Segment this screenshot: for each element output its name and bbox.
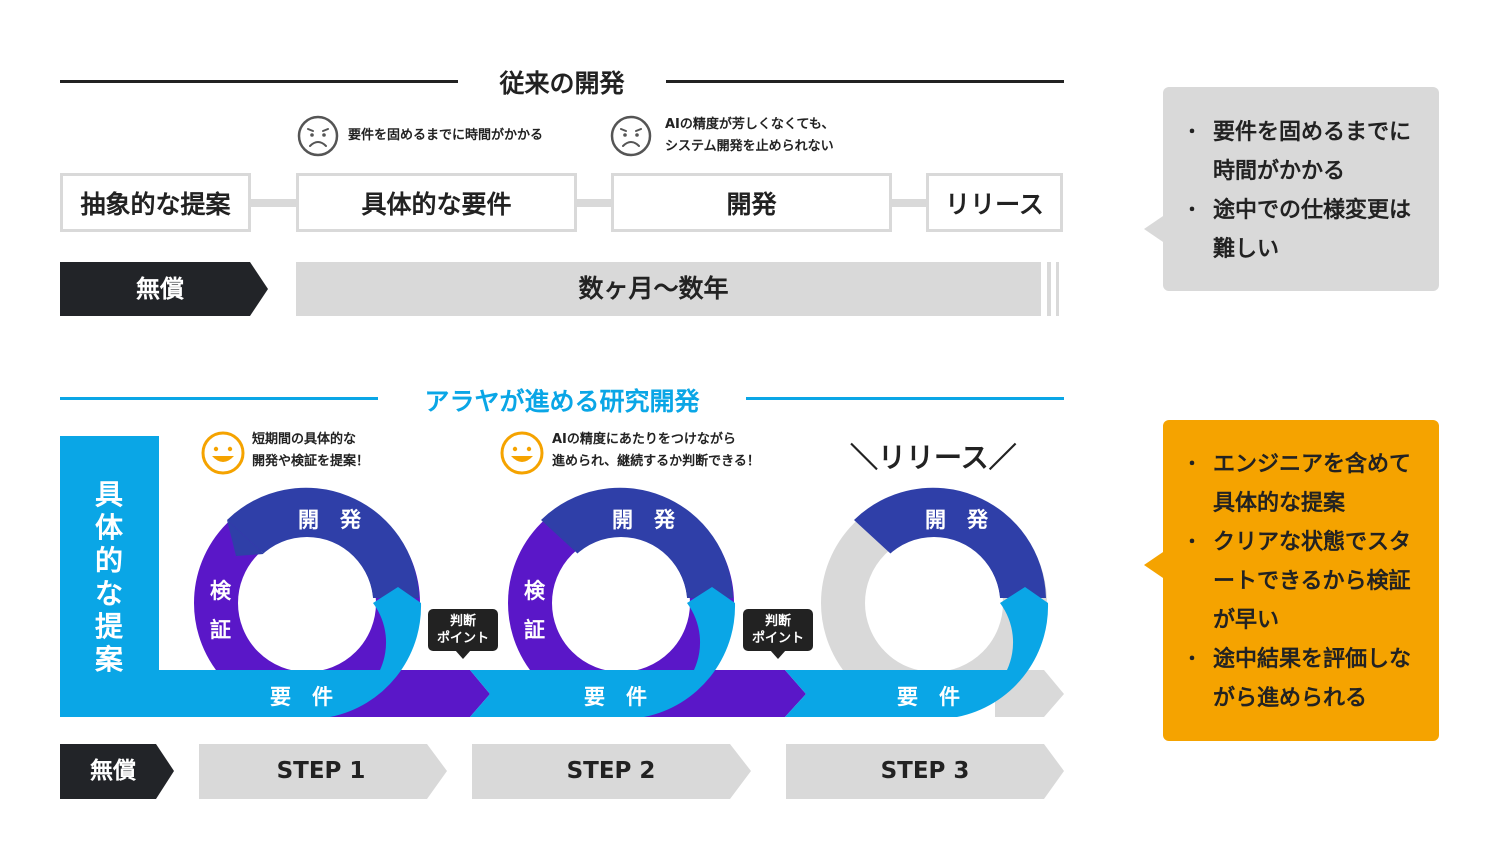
sad-face-icon (297, 115, 339, 157)
duration-bar-end-2 (1056, 262, 1059, 316)
traditional-note-2: AIの精度が芳しくなくても、 システム開発を止められない (665, 114, 834, 158)
araya-title: アラヤが進める研究開発 (424, 387, 700, 416)
cycle-3-dev-arc (854, 487, 1046, 598)
connector (250, 199, 298, 207)
cycle-1-verify-label-1: 検 (210, 579, 231, 603)
cycle-1-verify-notch (227, 520, 264, 556)
cycle-1-req-label: 要 件 (270, 685, 333, 709)
araya-note-1-line-1: 短期間の具体的な (252, 432, 357, 447)
cycle-2-dev-arc (541, 487, 733, 598)
traditional-callout: 要件を固めるまでに時間がかかる 途中での仕様変更は難しい (1163, 87, 1439, 291)
araya-free-label: 無償 (90, 758, 136, 784)
traditional-note-2-line-1: AIの精度が芳しくなくても、 (665, 117, 835, 132)
araya-title-line-left (60, 397, 378, 400)
judgment-point-line-1: 判断 (764, 614, 791, 629)
judgment-point-line-2: ポイント (436, 631, 489, 646)
step-concrete-requirements: 具体的な要件 (296, 173, 577, 232)
happy-face-icon (201, 431, 245, 475)
step-arrow (472, 744, 751, 799)
araya-callout-item: エンジニアを含めて具体的な提案 (1183, 445, 1417, 523)
araya-callout-item: 途中結果を評価しながら進められる (1183, 640, 1417, 718)
free-label: 無償 (136, 275, 184, 303)
free-arrow-badge (60, 262, 268, 316)
cycle-2-dev-label: 開 発 (612, 508, 675, 532)
traditional-title-line-right (666, 80, 1064, 83)
happy-face-icon (500, 431, 544, 475)
cycle-1-dev-label: 開 発 (298, 508, 361, 532)
step-arrow (199, 744, 447, 799)
araya-callout: エンジニアを含めて具体的な提案 クリアな状態でスタートできるから検証が早い 途中… (1163, 420, 1439, 741)
step-development: 開発 (611, 173, 892, 232)
step-arrow (786, 744, 1064, 799)
free-arrow-badge (60, 744, 174, 799)
sad-face-icon (610, 115, 652, 157)
araya-note-2: AIの精度にあたりをつけながら 進められ、継続するか判断できる！ (552, 429, 760, 473)
araya-note-2-line-1: AIの精度にあたりをつけながら (552, 432, 736, 447)
concrete-proposal-label: 具体的な提案 (94, 478, 123, 676)
traditional-note-2-line-2: システム開発を止められない (665, 139, 834, 154)
judgment-point-tag: 判断 ポイント (428, 609, 498, 659)
judgment-point-tag: 判断 ポイント (743, 609, 813, 659)
traditional-title-line-left (60, 80, 458, 83)
cycle-2-verify-label-1: 検 (524, 579, 545, 603)
cycle-3-dev-label: 開 発 (925, 508, 988, 532)
cycle-3-req-label: 要 件 (897, 685, 960, 709)
step-3-label: STEP 3 (880, 758, 970, 784)
requirement-track-3 (785, 587, 1049, 717)
duration-bar-end-1 (1047, 262, 1051, 316)
traditional-note-1: 要件を固めるまでに時間がかかる (348, 125, 543, 147)
step-1-label: STEP 1 (276, 758, 366, 784)
rnd-cycle-diagram (60, 487, 1064, 717)
araya-callout-item: クリアな状態でスタートできるから検証が早い (1183, 523, 1417, 640)
traditional-callout-item: 要件を固めるまでに時間がかかる (1183, 113, 1417, 191)
step-2-label: STEP 2 (566, 758, 656, 784)
release-label: ＼リリース／ (850, 441, 1017, 474)
requirement-track-2 (470, 587, 736, 717)
callout-pointer (1144, 214, 1166, 244)
traditional-note-1-line: 要件を固めるまでに時間がかかる (348, 128, 544, 143)
cycle-2-verify-label-2: 証 (524, 618, 545, 642)
judgment-point-line-2: ポイント (751, 631, 804, 646)
cycle-1-verify-label-2: 証 (210, 618, 231, 642)
cycle-1-dev-arc (227, 487, 419, 598)
araya-note-1: 短期間の具体的な 開発や検証を提案！ (252, 429, 369, 473)
connector (890, 199, 928, 207)
araya-note-1-line-2: 開発や検証を提案！ (252, 454, 370, 469)
step-release: リリース (926, 173, 1063, 232)
araya-title-line-right (746, 397, 1064, 400)
callout-pointer (1144, 550, 1166, 580)
duration-bar (296, 262, 1041, 316)
araya-note-2-line-2: 進められ、継続するか判断できる！ (552, 454, 760, 469)
duration-label: 数ヶ月〜数年 (578, 274, 729, 303)
concrete-proposal-panel (60, 436, 159, 717)
connector (575, 199, 613, 207)
traditional-title: 従来の開発 (499, 69, 625, 98)
cycle-2-req-label: 要 件 (584, 685, 647, 709)
judgment-point-line-1: 判断 (449, 614, 476, 629)
traditional-callout-item: 途中での仕様変更は難しい (1183, 191, 1417, 269)
step-abstract-proposal: 抽象的な提案 (60, 173, 251, 232)
